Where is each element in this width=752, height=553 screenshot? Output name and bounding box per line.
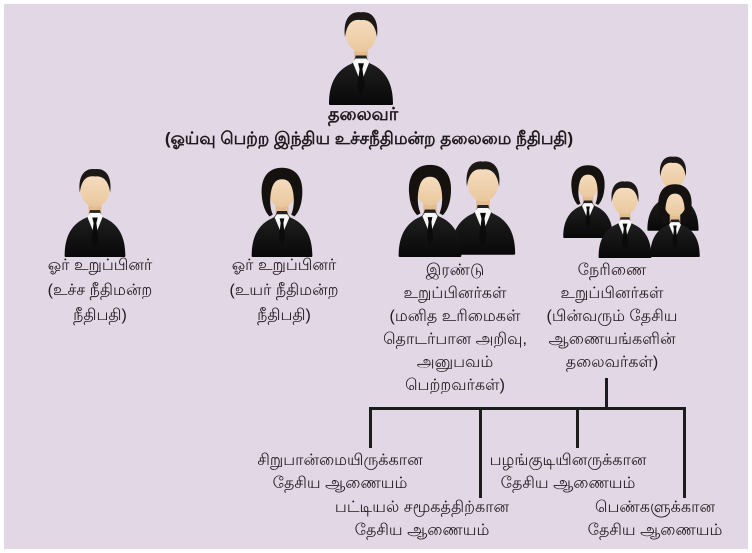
connector-drop-women: [683, 407, 686, 498]
member-label-high-court-judge: ஓர் உறுப்பினர் (உயர் நீதிமன்ற நீதிபதி): [229, 257, 339, 324]
woman-icon: [245, 165, 319, 257]
chairman-subtitle: (ஓய்வு பெற்ற இந்திய உச்சநீதிமன்ற தலைமை ந…: [164, 129, 574, 148]
connector-drop-minorities: [369, 407, 372, 448]
man-icon: [58, 165, 132, 257]
two-persons-icon: [392, 157, 522, 257]
member-label-two-members: இரண்டு உறுப்பினர்கள் (மனித உரிமைகள் தொடர…: [383, 262, 527, 394]
connector-stem: [605, 378, 608, 409]
man-icon: [322, 8, 400, 105]
commission-label-scheduled-castes: பட்டியல் சமூகத்திற்கான தேசிய ஆணையம்: [334, 499, 510, 539]
commission-label-scheduled-tribes: பழங்குடியினருக்கான தேசிய ஆணையம்: [489, 452, 647, 492]
connector-drop-scheduled-tribes: [576, 407, 579, 448]
people-group-icon: [550, 153, 705, 258]
member-label-ex-officio-members: நேரிணை உறுப்பினர்கள் (பின்வரும் தேசிய ஆண…: [546, 262, 678, 371]
commission-label-minorities: சிறுபான்மையிருக்கான தேசிய ஆணையம்: [257, 452, 423, 492]
commission-label-women: பெண்களுக்கான தேசிய ஆணையம்: [587, 499, 723, 539]
connector-horizontal: [369, 407, 686, 410]
connector-drop-scheduled-castes: [479, 407, 482, 498]
chairman-title: தலைவர்: [327, 104, 399, 124]
member-label-supreme-court-judge: ஓர் உறுப்பினர் (உச்ச நீதிமன்ற நீதிபதி): [47, 257, 153, 324]
